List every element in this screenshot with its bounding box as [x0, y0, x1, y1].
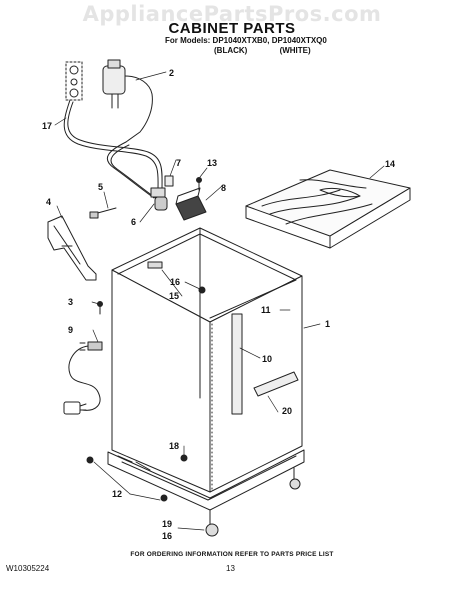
ordering-note: FOR ORDERING INFORMATION REFER TO PARTS … [130, 551, 334, 558]
bracket [47, 207, 117, 281]
callout-13: 13 [207, 158, 217, 168]
cabinet [111, 227, 303, 493]
callout-7: 7 [176, 158, 181, 168]
callout-6: 6 [131, 217, 136, 227]
callout-15: 15 [169, 291, 179, 301]
callout-1: 1 [325, 319, 330, 329]
model-variants: (BLACK) (WHITE) [214, 46, 341, 55]
countertop [245, 169, 411, 249]
variant-black: (BLACK) [214, 46, 248, 55]
fill-valve-assembly [63, 59, 163, 200]
power-cord [63, 301, 103, 415]
callout-20: 19 [162, 519, 172, 529]
callout-21: 20 [282, 406, 292, 416]
base [86, 449, 305, 537]
callout-12: 12 [112, 489, 122, 499]
callout-18: 17 [42, 121, 52, 131]
callout-5: 5 [98, 182, 103, 192]
callout-19: 18 [169, 441, 179, 451]
document-id: W10305224 [6, 564, 50, 573]
watermark: AppliancePartsPros.com [82, 2, 382, 26]
callout-3: 3 [68, 297, 73, 307]
callout-2: 2 [169, 68, 174, 78]
callout-9: 9 [68, 325, 73, 335]
models-line: For Models: DP1040XTXB0, DP1040XTXQ0 [165, 36, 327, 45]
callout-4: 4 [46, 197, 51, 207]
page-title: CABINET PARTS [168, 20, 296, 37]
leader-lines [54, 71, 385, 531]
callout-16: 16 [170, 277, 180, 287]
control-board [175, 177, 207, 221]
variant-white: (WHITE) [279, 46, 311, 55]
callout-10: 10 [262, 354, 272, 364]
page-number: 13 [226, 564, 235, 573]
callout-14: 14 [385, 159, 395, 169]
callout-17: 16 [162, 531, 172, 541]
callout-8: 8 [221, 183, 226, 193]
hose-connector [150, 175, 174, 211]
callout-11: 11 [261, 305, 271, 315]
